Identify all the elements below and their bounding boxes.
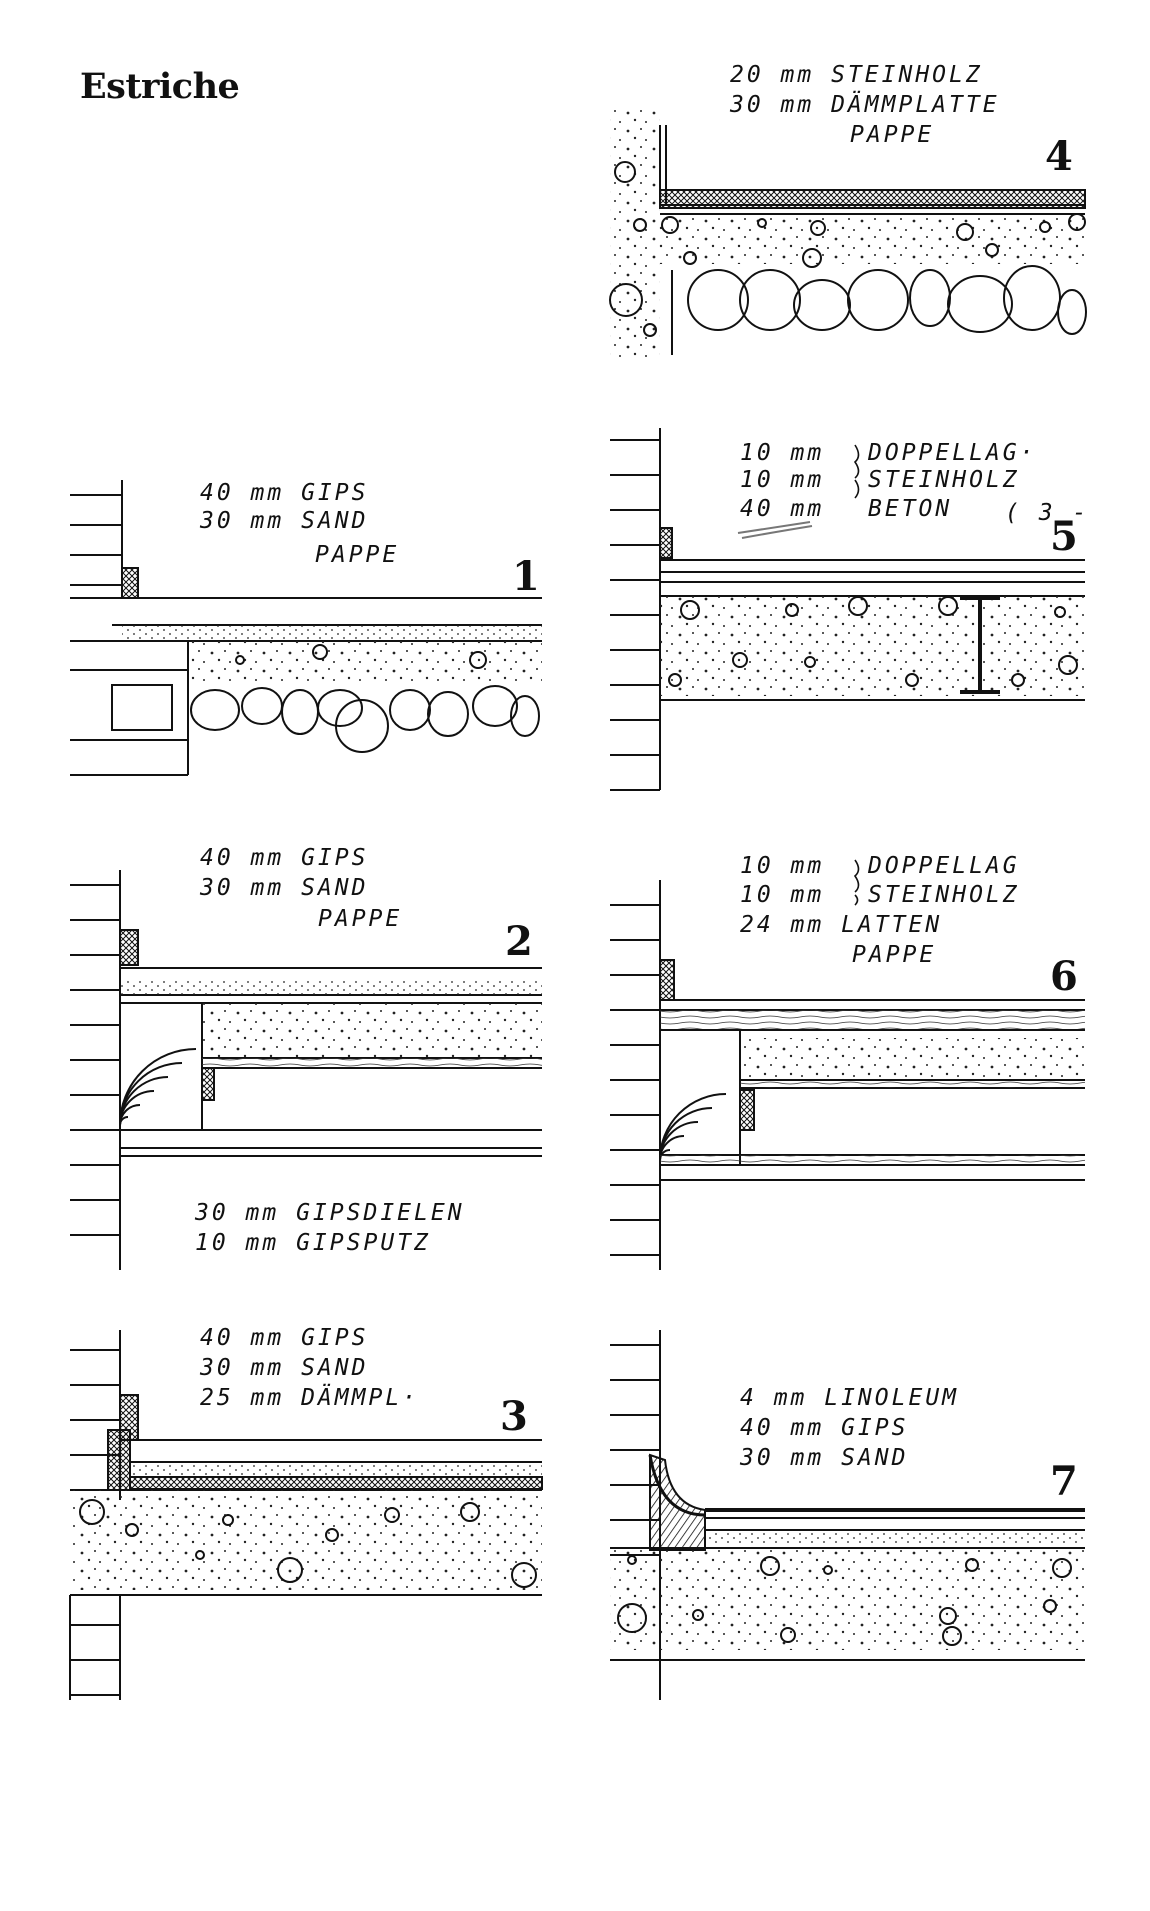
section-1-line-1: 40 mm GIPS: [200, 480, 368, 506]
section-7-drawing: [610, 1330, 1085, 1700]
section-5-scribble: [737, 521, 813, 539]
section-3-line-3: 25 mm DÄMMPL·: [200, 1383, 419, 1411]
page-title: Estriche: [80, 66, 240, 107]
section-3-number: 3: [500, 1393, 528, 1440]
section-6-brace: [853, 859, 860, 906]
section-6-drawing: [610, 880, 1085, 1270]
section-1-line-3: PAPPE: [315, 542, 399, 568]
section-5-right-2: STEINHOLZ: [868, 467, 1020, 493]
section-3-drawing: [69, 1330, 543, 1700]
section-2-drawing: [70, 870, 542, 1270]
section-2-below-line-2: 10 mm GIPSPUTZ: [195, 1230, 431, 1256]
section-6-line-4: PAPPE: [852, 942, 936, 968]
section-7-line-3: 30 mm SAND: [739, 1445, 908, 1471]
section-4-number: 4: [1045, 133, 1073, 180]
section-2-line-1: 40 mm GIPS: [200, 845, 368, 871]
section-1-number: 1: [512, 553, 540, 600]
section-2-below-line-1: 30 mm GIPSDIELEN: [194, 1200, 465, 1226]
section-5-brace: [853, 444, 860, 499]
section-5-line-2: 10 mm: [740, 467, 824, 493]
section-5-line-1: 10 mm: [740, 440, 824, 466]
section-2-line-2: 30 mm SAND: [199, 875, 368, 901]
section-6-right-2: STEINHOLZ: [868, 882, 1020, 908]
section-3-line-1: 40 mm GIPS: [200, 1325, 368, 1351]
section-6-line-1: 10 mm: [740, 853, 824, 879]
section-5-margin-note: ( 3 -: [1005, 500, 1089, 526]
section-5-right-3: BETON: [868, 496, 952, 522]
section-5-drawing: [610, 428, 1085, 791]
section-1-line-2: 30 mm SAND: [199, 508, 368, 534]
section-2-line-3: PAPPE: [318, 906, 402, 932]
section-5-number: 5: [1050, 513, 1078, 560]
section-7-number: 7: [1050, 1458, 1078, 1505]
section-3-line-2: 30 mm SAND: [199, 1355, 368, 1381]
section-4-line-3: PAPPE: [850, 122, 934, 148]
section-6-right-1: DOPPELLAG: [867, 853, 1020, 879]
section-6-line-2: 10 mm: [740, 882, 824, 908]
section-7-line-1: 4 mm LINOLEUM: [740, 1385, 959, 1411]
section-6-line-3: 24 mm LATTEN: [740, 912, 942, 938]
section-2-number: 2: [505, 918, 533, 965]
labels: 40 mm GIPS 30 mm SAND PAPPE 1 40 mm GIPS…: [194, 62, 1089, 1505]
section-1-drawing: [70, 480, 542, 776]
section-5-right-1: DOPPELLAG·: [867, 440, 1036, 466]
section-4-line-1: 20 mm STEINHOLZ: [730, 62, 983, 88]
section-7-line-2: 40 mm GIPS: [740, 1415, 908, 1441]
section-4-drawing: [609, 110, 1087, 360]
section-4-line-2: 30 mm DÄMMPLATTE: [729, 90, 1000, 118]
section-6-number: 6: [1050, 953, 1078, 1000]
section-5-line-3: 40 mm: [740, 496, 824, 522]
